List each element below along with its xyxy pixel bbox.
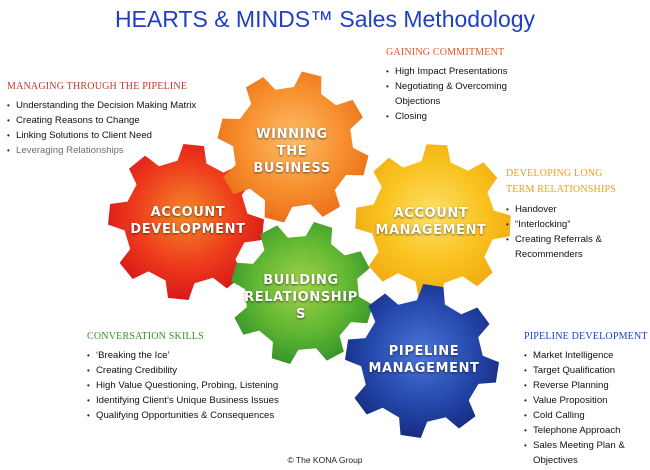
list-item: Qualifying Opportunities & Consequences (87, 408, 297, 423)
gear-label-line: ACCOUNT (150, 205, 226, 220)
panel-heading: DEVELOPING LONG TERM RELATIONSHIPS (506, 166, 636, 198)
list-item: Cold Calling (524, 408, 648, 423)
list-item: Creating Referrals & Recommenders (506, 232, 636, 262)
list-item: Value Proposition (524, 393, 648, 408)
gear-label-building-relationships: BUILDING RELATIONSHIP S (236, 272, 366, 323)
gear-label-line: MANAGEMENT (368, 361, 480, 376)
panel-heading-line: TERM RELATIONSHIPS (506, 184, 616, 195)
gear-pipeline-management (345, 284, 499, 438)
list-item: Understanding the Decision Making Matrix (7, 98, 232, 113)
list-item: ‘Breaking the Ice’ (87, 348, 297, 363)
gear-label-line: THE (276, 144, 308, 159)
gear-label-line: BUILDING (263, 273, 339, 288)
panel-pipeline-development: PIPELINE DEVELOPMENT Market Intelligence… (524, 330, 648, 468)
panel-heading: CONVERSATION SKILLS (87, 331, 204, 342)
panel-list: Handover “Interlocking” Creating Referra… (506, 202, 636, 262)
gear-label-account-development: ACCOUNT DEVELOPMENT (118, 204, 258, 238)
panel-conversation-skills: CONVERSATION SKILLS ‘Breaking the Ice’ C… (87, 330, 297, 423)
panel-heading: MANAGING THROUGH THE PIPELINE (7, 81, 188, 92)
panel-list: High Impact Presentations Negotiating & … (386, 64, 536, 124)
list-item: Sales Meeting Plan & Objectives (524, 438, 648, 468)
gear-label-winning: WINNING THE BUSINESS (232, 126, 352, 177)
list-item: Reverse Planning (524, 378, 648, 393)
list-item: Target Qualification (524, 363, 648, 378)
gear-label-line: PIPELINE (388, 344, 460, 359)
panel-heading: PIPELINE DEVELOPMENT (524, 331, 648, 342)
panel-managing-pipeline: MANAGING THROUGH THE PIPELINE Understand… (7, 80, 232, 158)
gear-account-management (355, 144, 511, 300)
gear-label-line: WINNING (256, 127, 328, 142)
panel-list: ‘Breaking the Ice’ Creating Credibility … (87, 348, 297, 423)
panel-long-term-relationships: DEVELOPING LONG TERM RELATIONSHIPS Hando… (506, 166, 636, 262)
gear-label-pipeline-management: PIPELINE MANAGEMENT (354, 343, 494, 377)
panel-heading: GAINING COMMITMENT (386, 47, 505, 58)
gear-building-relationships (231, 222, 373, 364)
gear-winning-the-business (217, 71, 369, 223)
panel-gaining-commitment: GAINING COMMITMENT High Impact Presentat… (386, 46, 536, 124)
list-item: High Impact Presentations (386, 64, 536, 79)
list-item: “Interlocking” (506, 217, 636, 232)
list-item: Creating Reasons to Change (7, 113, 232, 128)
list-item: Telephone Approach (524, 423, 648, 438)
panel-heading-line: DEVELOPING LONG (506, 168, 603, 179)
list-item: Handover (506, 202, 636, 217)
list-item: Closing (386, 109, 536, 124)
list-item: Market Intelligence (524, 348, 648, 363)
panel-list: Market Intelligence Target Qualification… (524, 348, 648, 468)
gear-label-line: S (296, 307, 306, 322)
list-item: Linking Solutions to Client Need (7, 128, 232, 143)
panel-list: Understanding the Decision Making Matrix… (7, 98, 232, 158)
list-item: Identifying Client’s Unique Business Iss… (87, 393, 297, 408)
gear-label-line: MANAGEMENT (375, 223, 487, 238)
list-item: Negotiating & Overcoming Objections (386, 79, 536, 109)
gear-label-line: DEVELOPMENT (130, 222, 246, 237)
gear-label-line: RELATIONSHIP (244, 290, 358, 305)
list-item: Leveraging Relationships (7, 143, 232, 158)
list-item: High Value Questioning, Probing, Listeni… (87, 378, 297, 393)
gear-label-line: ACCOUNT (393, 206, 469, 221)
gear-account-development (108, 144, 264, 300)
gear-label-account-management: ACCOUNT MANAGEMENT (361, 205, 501, 239)
list-item: Creating Credibility (87, 363, 297, 378)
copyright: © The KONA Group (287, 455, 363, 465)
gear-label-line: BUSINESS (253, 161, 331, 176)
page-title: HEARTS & MINDS™ Sales Methodology (114, 6, 536, 32)
